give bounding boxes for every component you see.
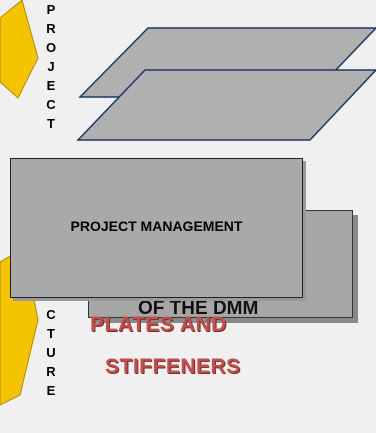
back-box-line-3: OF THE DMM — [138, 298, 259, 319]
wordart-line-2: STIFFENERS — [105, 355, 241, 378]
vertical-label-bottom: C T U R E — [40, 305, 62, 400]
letter: R — [46, 364, 56, 379]
wordart-line-1: PLATES AND — [90, 313, 227, 336]
letter: R — [46, 21, 56, 36]
letter: E — [46, 383, 56, 398]
front-box-label: PROJECT MANAGEMENT — [70, 218, 243, 234]
letter: C — [46, 307, 56, 322]
letter: C — [46, 97, 56, 112]
letter: J — [47, 59, 55, 74]
letter: E — [46, 78, 56, 93]
letter: P — [46, 2, 56, 17]
plane-lower — [76, 69, 376, 141]
front-box — [10, 158, 303, 298]
arrow-top — [0, 0, 39, 99]
vertical-label-top: P R O J E C T — [40, 0, 62, 133]
letter: T — [47, 116, 55, 131]
letter: T — [47, 326, 55, 341]
letter: U — [46, 345, 56, 360]
letter: O — [45, 40, 57, 55]
